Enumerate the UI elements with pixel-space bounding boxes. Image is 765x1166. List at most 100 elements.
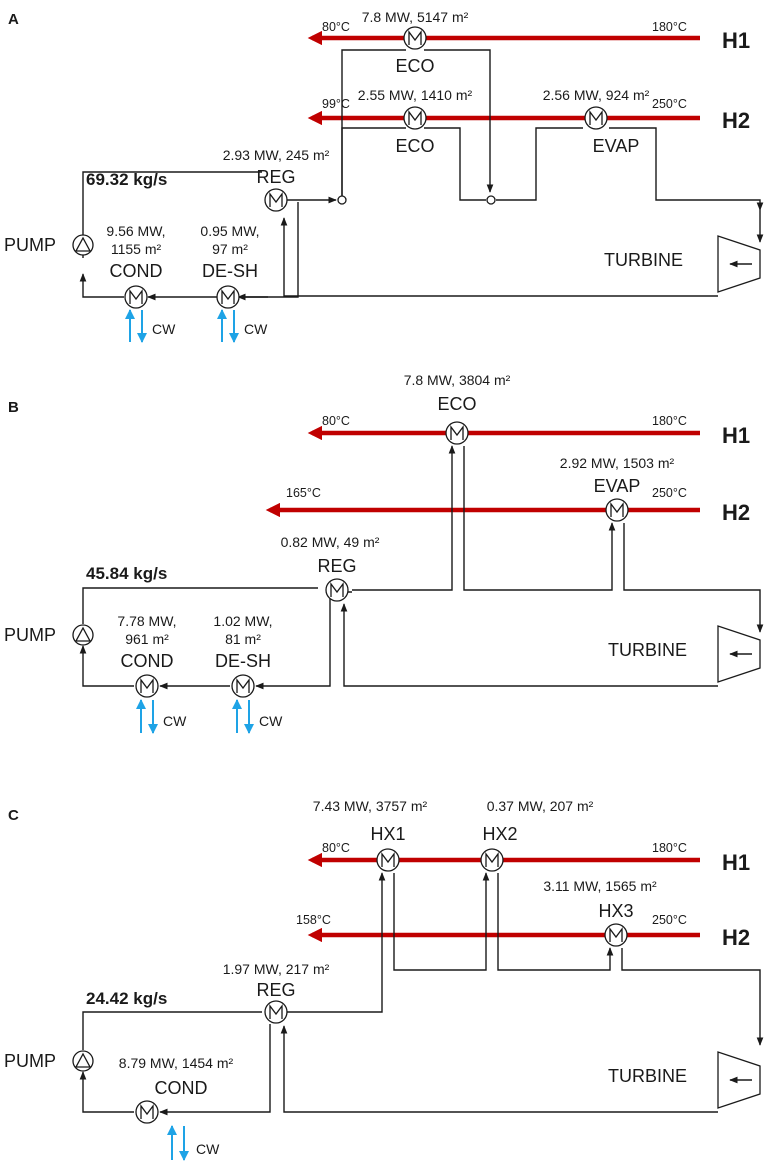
- desh-cw-label: CW: [259, 713, 283, 729]
- hx3-name: HX3: [598, 901, 633, 921]
- hx1-to-hx2-line: [393, 872, 490, 971]
- turbine-label: TURBINE: [608, 1066, 687, 1086]
- evap-duty: 2.92 MW, 1503 m²: [560, 455, 675, 471]
- cond-duty-line1: 9.56 MW,: [106, 223, 165, 239]
- eco2-duty: 2.55 MW, 1410 m²: [358, 87, 473, 103]
- eco1-to-mix-line: [424, 49, 494, 193]
- h2-outlet-temp: 158°C: [296, 913, 331, 927]
- eco-name: ECO: [437, 394, 476, 414]
- pump-label: PUMP: [4, 235, 56, 255]
- evap-to-turbine-line: [623, 523, 764, 633]
- h1-outlet-temp: 80°C: [322, 20, 350, 34]
- cond-exchanger: [135, 674, 159, 698]
- pump-label: PUMP: [4, 625, 56, 645]
- desh-cw-label: CW: [244, 321, 268, 337]
- turbine-label: TURBINE: [608, 640, 687, 660]
- pump-to-reg-line: [82, 587, 318, 624]
- eco2-to-mix-line: [424, 127, 486, 201]
- h1-outlet-temp: 80°C: [322, 841, 350, 855]
- reg-name: REG: [317, 556, 356, 576]
- cond-cw-label: CW: [163, 713, 187, 729]
- eco-duty: 7.8 MW, 3804 m²: [404, 372, 511, 388]
- panel-c: C H1 H2 180°C 80°C 250°C 158°C 7.43 MW, …: [4, 798, 764, 1161]
- reg-to-eco-line: [352, 445, 456, 591]
- desh-exchanger: [216, 285, 240, 309]
- pump-to-reg-line: [82, 171, 262, 258]
- cond-duty-line1: 7.78 MW,: [117, 613, 176, 629]
- reg-exchanger: [325, 578, 349, 602]
- evap-name: EVAP: [593, 136, 640, 156]
- reg-duty: 2.93 MW, 245 m²: [223, 147, 330, 163]
- cond-to-pump-line: [79, 1071, 134, 1113]
- eco1-exchanger: [403, 26, 427, 50]
- pump-to-reg-line: [82, 1011, 262, 1050]
- panel-label: C: [8, 807, 19, 824]
- desh-name: DE-SH: [215, 651, 271, 671]
- hx1-exchanger: [376, 848, 400, 872]
- cond-cw-label: CW: [152, 321, 176, 337]
- reg-name: REG: [256, 980, 295, 1000]
- reg-name: REG: [256, 167, 295, 187]
- eco2-exchanger: [403, 106, 427, 130]
- h2-outlet-temp: 99°C: [322, 97, 350, 111]
- pump-symbol: [72, 624, 94, 646]
- evap-exchanger: [584, 106, 608, 130]
- h2-outlet-temp: 165°C: [286, 486, 321, 500]
- flow-rate: 69.32 kg/s: [86, 170, 167, 189]
- h2-inlet-temp: 250°C: [652, 97, 687, 111]
- eco-to-evap-line: [463, 446, 616, 591]
- evap-duty: 2.56 MW, 924 m²: [543, 87, 650, 103]
- turbine-to-reg-line: [280, 1025, 718, 1113]
- desh-name: DE-SH: [202, 261, 258, 281]
- reg-return-stub: [243, 202, 299, 298]
- hx3-duty: 3.11 MW, 1565 m²: [543, 878, 657, 894]
- split-to-eco2-line: [341, 127, 406, 200]
- cond-to-pump-line: [79, 645, 134, 687]
- hx2-name: HX2: [482, 824, 517, 844]
- h2-inlet-temp: 250°C: [652, 486, 687, 500]
- eco2-name: ECO: [395, 136, 434, 156]
- eco1-name: ECO: [395, 56, 434, 76]
- desh-duty-line2: 81 m²: [225, 631, 261, 647]
- turbine-to-reg-line: [280, 217, 718, 297]
- flow-rate: 24.42 kg/s: [86, 989, 167, 1008]
- cond-duty-line2: 961 m²: [125, 631, 169, 647]
- evap-exchanger: [605, 498, 629, 522]
- desh-exchanger: [231, 674, 255, 698]
- desh-duty-line1: 1.02 MW,: [213, 613, 272, 629]
- mix-node: [486, 195, 496, 205]
- reg-to-cond-line: [159, 1024, 271, 1116]
- mix-to-evap-line: [496, 127, 583, 201]
- reg-exchanger: [264, 1000, 288, 1024]
- cond-exchanger: [135, 1100, 159, 1124]
- cond-name: COND: [155, 1078, 208, 1098]
- h1-inlet-temp: 180°C: [652, 20, 687, 34]
- cond-duty-line2: 1155 m²: [111, 241, 162, 257]
- h1-label: H1: [722, 850, 750, 875]
- h1-label: H1: [722, 28, 750, 53]
- h1-outlet-temp: 80°C: [322, 414, 350, 428]
- desh-duty-line2: 97 m²: [212, 241, 248, 257]
- pump-label: PUMP: [4, 1051, 56, 1071]
- cond-to-pump-line: [79, 273, 124, 298]
- split-node: [337, 195, 347, 205]
- hx2-duty: 0.37 MW, 207 m²: [487, 798, 594, 814]
- h2-inlet-temp: 250°C: [652, 913, 687, 927]
- hx2-exchanger: [480, 848, 504, 872]
- cond-duty: 8.79 MW, 1454 m²: [119, 1055, 234, 1071]
- panel-label: A: [8, 11, 19, 28]
- hx1-name: HX1: [370, 824, 405, 844]
- cond-exchanger: [124, 285, 148, 309]
- h1-inlet-temp: 180°C: [652, 841, 687, 855]
- hx2-to-hx3-line: [497, 873, 614, 971]
- reg-duty: 0.82 MW, 49 m²: [281, 534, 380, 550]
- cond-cw-label: CW: [196, 1141, 220, 1157]
- turbine-to-reg-line: [340, 603, 718, 687]
- hx3-to-turbine-line: [621, 948, 764, 1046]
- eco1-duty: 7.8 MW, 5147 m²: [362, 9, 469, 25]
- panel-b: B H1 H2 180°C 80°C 250°C 165°C 7.8 MW, 3…: [4, 372, 764, 734]
- evap-name: EVAP: [594, 476, 641, 496]
- h1-label: H1: [722, 423, 750, 448]
- panel-label: B: [8, 399, 19, 416]
